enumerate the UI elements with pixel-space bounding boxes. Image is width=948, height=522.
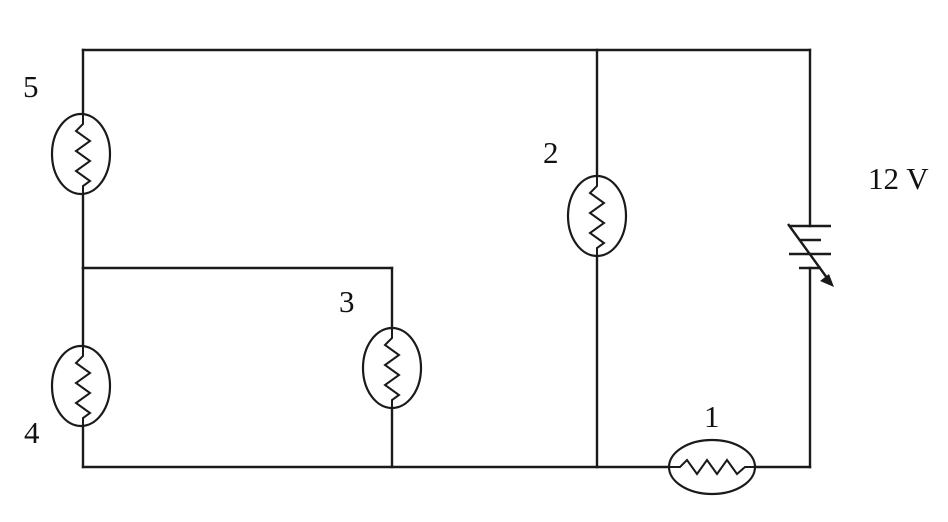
bulb-4 (50, 344, 112, 428)
bulb-4-filament (74, 346, 92, 426)
battery-variable-arrow-shaft (787, 223, 831, 283)
bulb-1-label: 1 (704, 399, 720, 434)
bulb-1 (667, 438, 757, 496)
battery-variable-arrowhead-icon (820, 274, 834, 287)
bulb-2 (566, 174, 628, 258)
bulb-3 (361, 326, 423, 410)
battery-voltage-label: 12 V (868, 161, 929, 196)
bulb-4-label: 4 (24, 415, 40, 450)
bulb-5-filament (74, 114, 92, 194)
bulb-5 (50, 112, 112, 196)
bulb-2-filament (588, 176, 606, 256)
bulb-3-label: 3 (339, 284, 355, 319)
bulb-2-glass (566, 174, 628, 258)
bulb-5-label: 5 (23, 69, 39, 104)
bulb-2-label: 2 (543, 135, 559, 170)
variable-battery (787, 223, 834, 287)
bulb-3-glass (361, 326, 423, 410)
bulb-1-filament (670, 458, 755, 476)
bulb-3-filament (383, 328, 401, 408)
wires (81, 48, 812, 469)
